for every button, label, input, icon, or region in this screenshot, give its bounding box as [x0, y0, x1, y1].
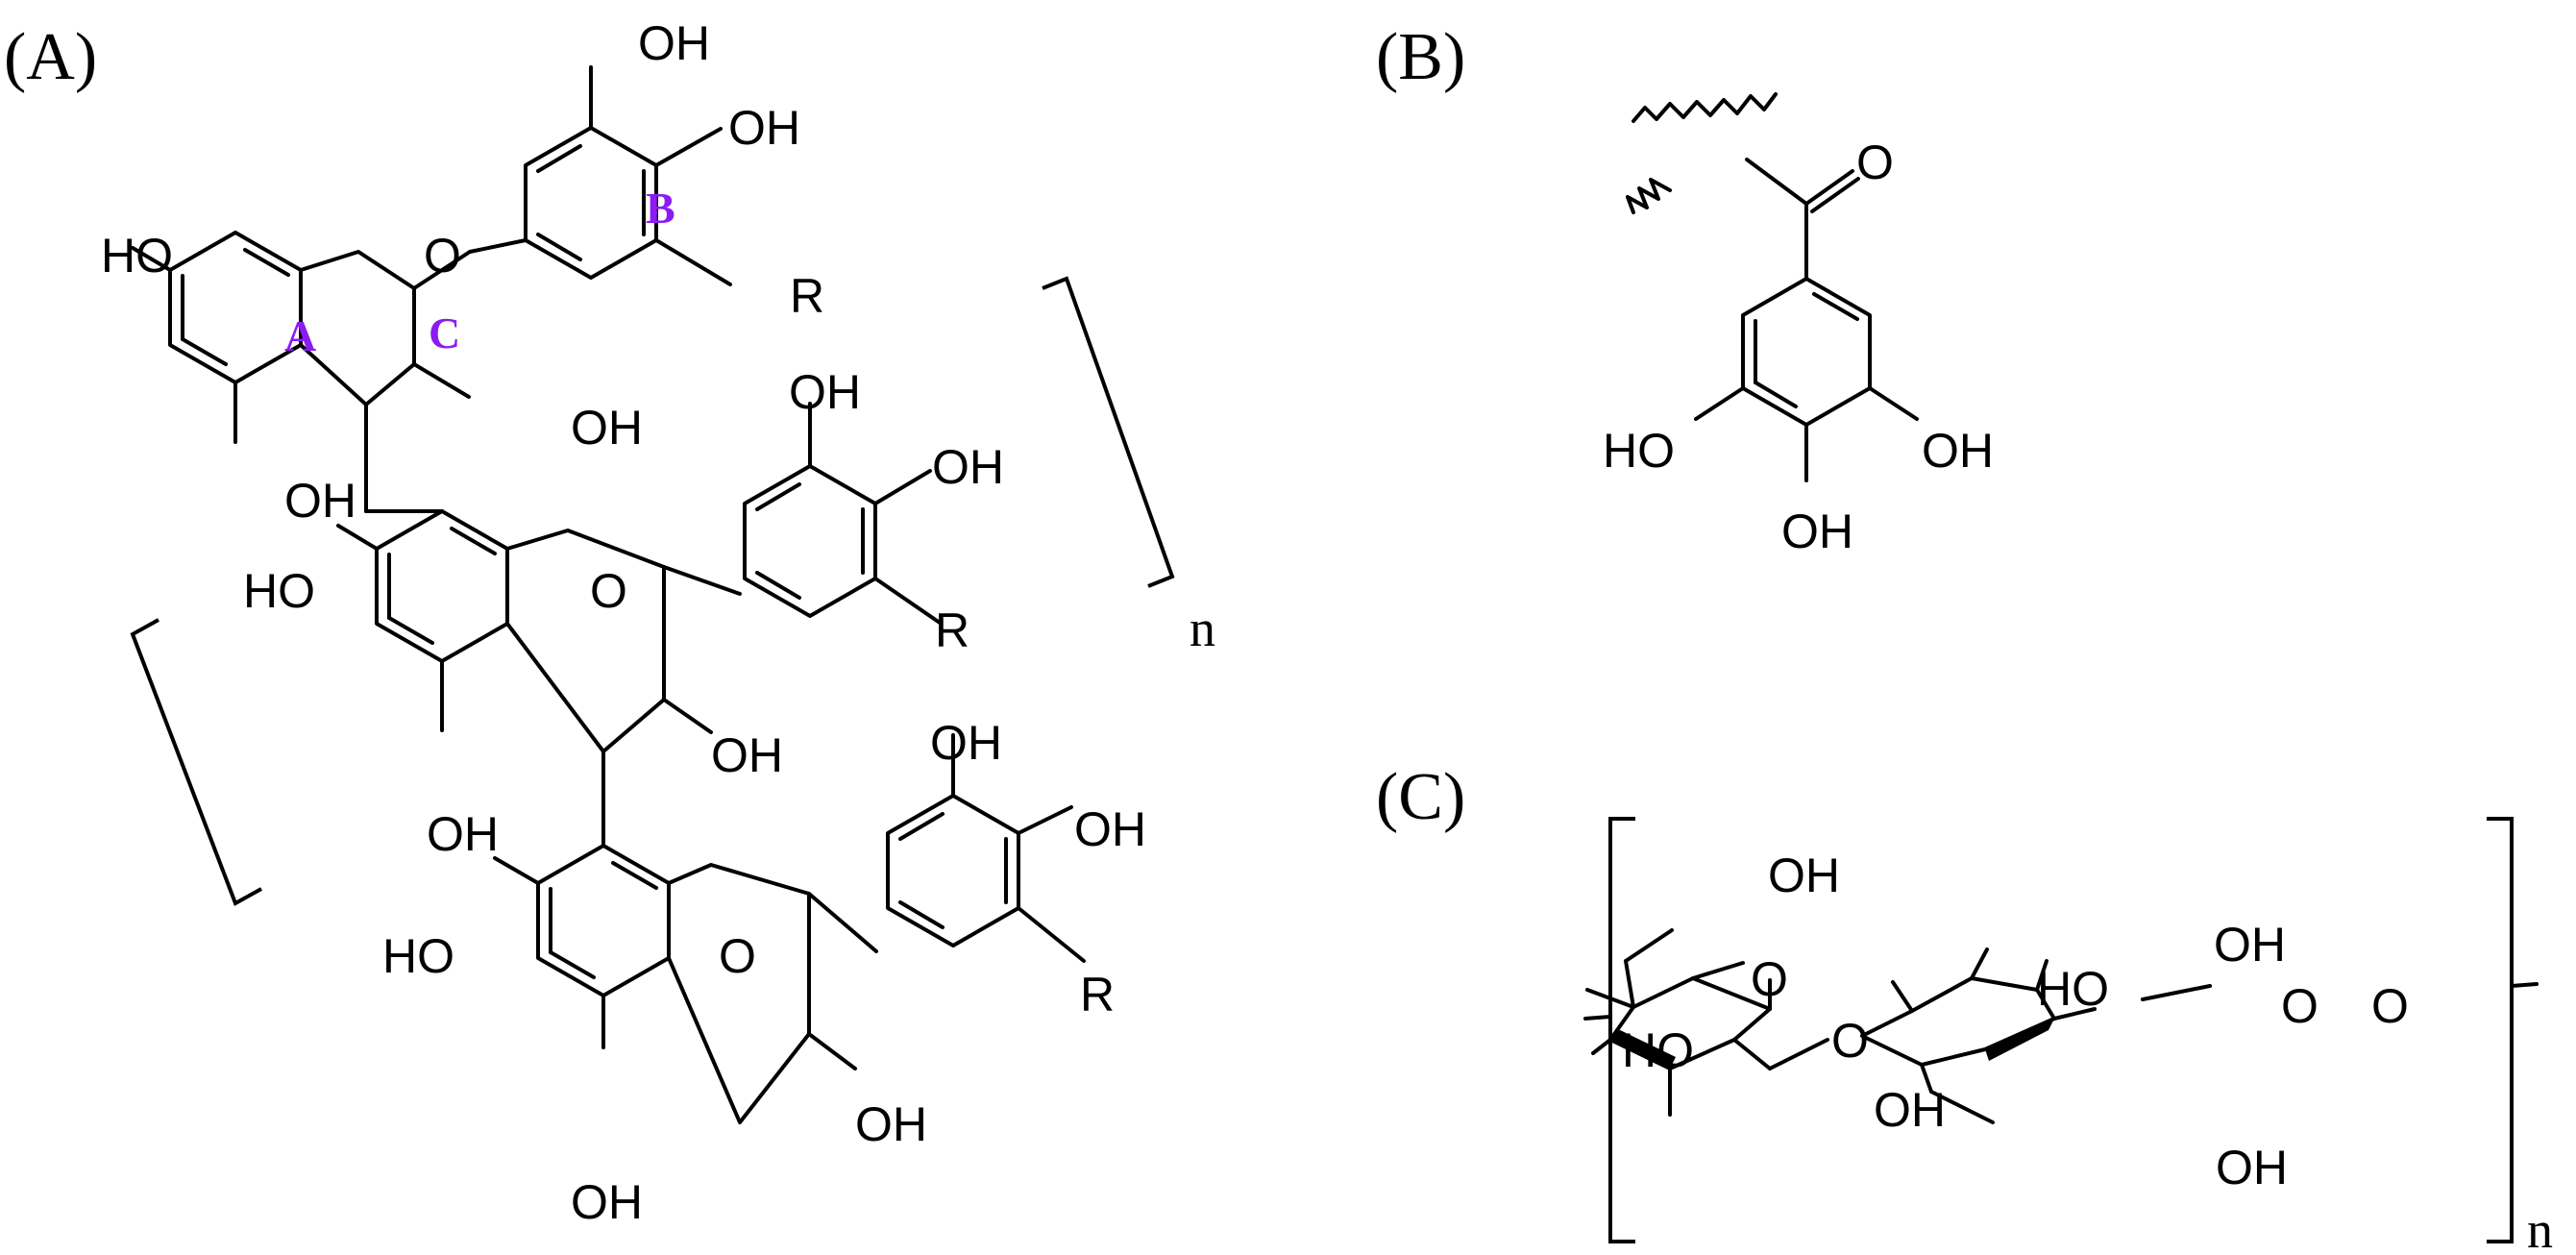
atom-oh: OH: [932, 440, 1004, 494]
ring-label-c: C: [429, 308, 460, 357]
atom-oh: OH: [1922, 424, 1994, 478]
repeat-subscript-a: n: [1190, 600, 1215, 657]
atom-oh: OH: [638, 16, 710, 70]
ring-label-a: A: [284, 311, 316, 360]
panel-label-c: (C): [1376, 760, 1465, 834]
atom-oh: OH: [728, 101, 800, 155]
atom-o: O: [590, 564, 627, 618]
atom-o: O: [1856, 135, 1894, 189]
atom-oh: OH: [2214, 918, 2286, 972]
proanthocyanidin-structure: n OH OH HO O R OH OH OH OH HO O R OH OH …: [101, 16, 1215, 1229]
atom-r: R: [1080, 968, 1115, 1021]
atom-ho: HO: [382, 929, 454, 983]
atom-ho: HO: [1603, 424, 1675, 478]
atom-ho: HO: [243, 564, 315, 618]
atom-r: R: [935, 603, 969, 657]
repeat-bracket-left: [1608, 817, 1635, 1243]
atom-o: O: [2371, 979, 2409, 1033]
atom-o: O: [424, 229, 461, 283]
atom-oh: OH: [1768, 849, 1840, 902]
repeat-bracket-right: [2487, 817, 2514, 1243]
atom-r: R: [790, 269, 824, 323]
ring-label-b: B: [646, 184, 675, 233]
atom-oh: OH: [789, 365, 861, 419]
galloyl-structure: O HO OH OH: [1603, 92, 1994, 558]
atom-o: O: [1831, 1014, 1869, 1068]
atom-oh: OH: [711, 728, 783, 782]
panel-label-b: (B): [1376, 20, 1465, 94]
atom-oh: OH: [2216, 1141, 2288, 1194]
repeat-bracket-left: [130, 618, 262, 906]
wedge-bond: [1985, 1019, 2054, 1061]
atom-oh: OH: [855, 1097, 927, 1151]
atom-o: O: [719, 929, 756, 983]
atom-oh: OH: [427, 807, 499, 861]
atom-oh: OH: [1781, 504, 1853, 558]
atom-ho: HO: [1622, 1023, 1694, 1077]
flavan-unit-middle: [336, 402, 942, 848]
atom-oh: OH: [571, 401, 643, 455]
flavan-unit-top: [131, 65, 732, 513]
atom-ho: HO: [101, 229, 173, 283]
atom-oh: OH: [571, 1175, 643, 1229]
atom-oh: OH: [284, 474, 356, 528]
cellulose-structure: n OH O HO O OH HO OH O O OH: [1583, 817, 2553, 1255]
atom-ho: HO: [2037, 962, 2109, 1016]
atom-oh: OH: [930, 716, 1002, 770]
repeat-subscript-c: n: [2527, 1201, 2553, 1255]
atom-oh: OH: [1074, 802, 1146, 856]
atom-o: O: [2281, 979, 2318, 1033]
wedge-bond: [1610, 1028, 1676, 1069]
panel-label-a: (A): [4, 20, 97, 94]
flavan-unit-bottom: [493, 733, 1086, 1124]
atom-o: O: [1751, 952, 1788, 1006]
atom-oh: OH: [1874, 1083, 1946, 1137]
repeat-bracket-right: [1042, 276, 1175, 588]
